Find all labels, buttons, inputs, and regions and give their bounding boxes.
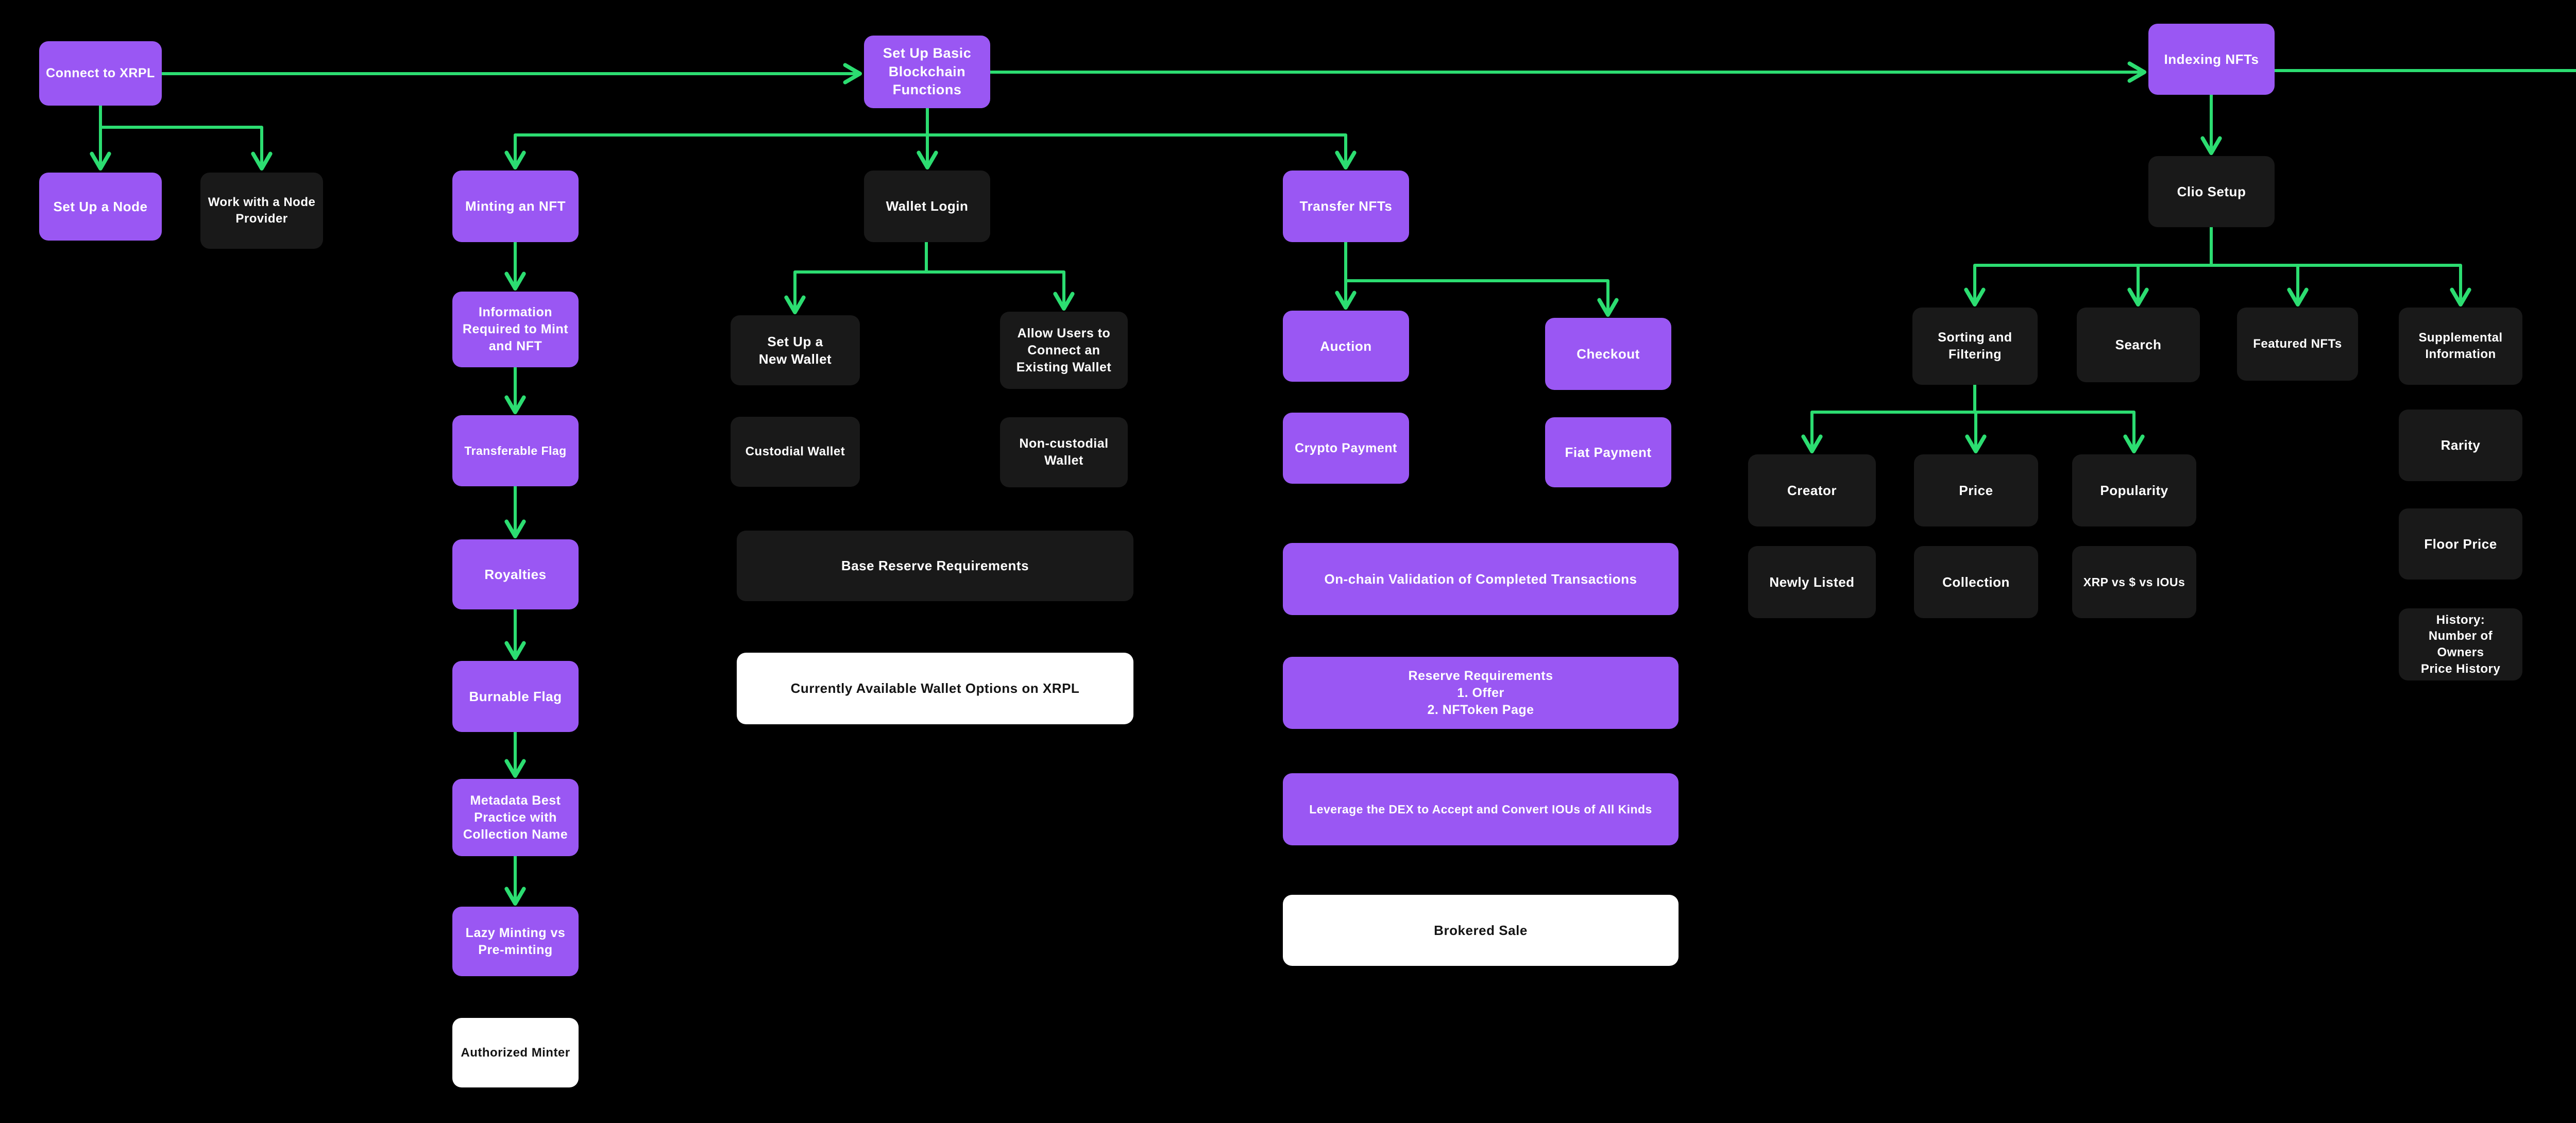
edge-setup-basic-to-minting bbox=[504, 107, 929, 170]
edge-sorting-to-creator bbox=[1801, 383, 1976, 454]
metadata-best-practice-node: Metadata Best Practice with Collection N… bbox=[452, 779, 579, 856]
edge-connect-to-node-provider bbox=[99, 126, 273, 171]
set-up-a-node-node: Set Up a Node bbox=[39, 173, 162, 241]
edge-wallet-login-to-existing-wallet bbox=[925, 270, 1075, 311]
non-custodial-wallet-node: Non-custodial Wallet bbox=[1000, 417, 1128, 487]
creator-node: Creator bbox=[1748, 454, 1876, 526]
reserve-requirements-node: Reserve Requirements 1. Offer 2. NFToken… bbox=[1283, 657, 1679, 729]
rarity-node: Rarity bbox=[2399, 410, 2522, 481]
authorized-minter-node: Authorized Minter bbox=[452, 1018, 579, 1087]
transferable-flag-node: Transferable Flag bbox=[452, 415, 579, 486]
edge-wallet-login-to-new-wallet bbox=[784, 241, 928, 315]
information-required-to-mint-and-nft-node: Information Required to Mint and NFT bbox=[452, 292, 579, 367]
work-with-a-node-provider-node: Work with a Node Provider bbox=[200, 173, 323, 249]
minting-an-nft-node: Minting an NFT bbox=[452, 171, 579, 242]
leverage-the-dex-node: Leverage the DEX to Accept and Convert I… bbox=[1283, 773, 1679, 845]
royalties-node: Royalties bbox=[452, 539, 579, 609]
xrp-vs-usd-vs-ious-node: XRP vs $ vs IOUs bbox=[2072, 546, 2196, 618]
wallet-login-node: Wallet Login bbox=[864, 171, 990, 242]
fiat-payment-node: Fiat Payment bbox=[1545, 417, 1671, 487]
crypto-payment-node: Crypto Payment bbox=[1283, 413, 1409, 484]
set-up-basic-blockchain-functions-node: Set Up Basic Blockchain Functions bbox=[864, 36, 990, 108]
popularity-node: Popularity bbox=[2072, 454, 2196, 526]
currently-available-wallet-options-node: Currently Available Wallet Options on XR… bbox=[737, 653, 1133, 724]
transfer-nfts-node: Transfer NFTs bbox=[1283, 171, 1409, 242]
search-node: Search bbox=[2077, 308, 2200, 382]
indexing-nfts-node: Indexing NFTs bbox=[2148, 24, 2275, 95]
history-owners-price-history-node: History: Number of Owners Price History bbox=[2399, 608, 2522, 680]
custodial-wallet-node: Custodial Wallet bbox=[731, 417, 860, 487]
checkout-node: Checkout bbox=[1545, 318, 1671, 390]
auction-node: Auction bbox=[1283, 311, 1409, 382]
edge-transfer-to-checkout bbox=[1344, 279, 1619, 317]
connect-to-xrpl-node: Connect to XRPL bbox=[39, 41, 162, 106]
edge-clio-to-search bbox=[2127, 264, 2213, 307]
collection-node: Collection bbox=[1914, 546, 2038, 618]
allow-users-to-connect-an-existing-wallet-node: Allow Users to Connect an Existing Walle… bbox=[1000, 312, 1128, 389]
edge-setup-basic-to-transfer-nfts bbox=[926, 133, 1357, 170]
clio-setup-node: Clio Setup bbox=[2148, 156, 2275, 227]
edge-clio-to-featured bbox=[2210, 264, 2309, 307]
set-up-a-new-wallet-node: Set Up a New Wallet bbox=[731, 315, 860, 385]
newly-listed-node: Newly Listed bbox=[1748, 546, 1876, 618]
burnable-flag-node: Burnable Flag bbox=[452, 661, 579, 732]
price-node: Price bbox=[1914, 454, 2038, 526]
edge-sorting-to-popularity bbox=[1973, 411, 2145, 454]
base-reserve-requirements-node: Base Reserve Requirements bbox=[737, 531, 1133, 601]
brokered-sale-node: Brokered Sale bbox=[1283, 895, 1679, 966]
supplemental-information-node: Supplemental Information bbox=[2399, 308, 2522, 385]
lazy-minting-vs-pre-minting-node: Lazy Minting vs Pre-minting bbox=[452, 907, 579, 976]
on-chain-validation-node: On-chain Validation of Completed Transac… bbox=[1283, 543, 1679, 615]
edge-clio-to-sorting bbox=[1964, 226, 2213, 307]
featured-nfts-node: Featured NFTs bbox=[2237, 308, 2358, 381]
floor-price-node: Floor Price bbox=[2399, 508, 2522, 580]
edge-clio-to-supplemental bbox=[2210, 264, 2471, 307]
sorting-and-filtering-node: Sorting and Filtering bbox=[1912, 308, 2038, 385]
